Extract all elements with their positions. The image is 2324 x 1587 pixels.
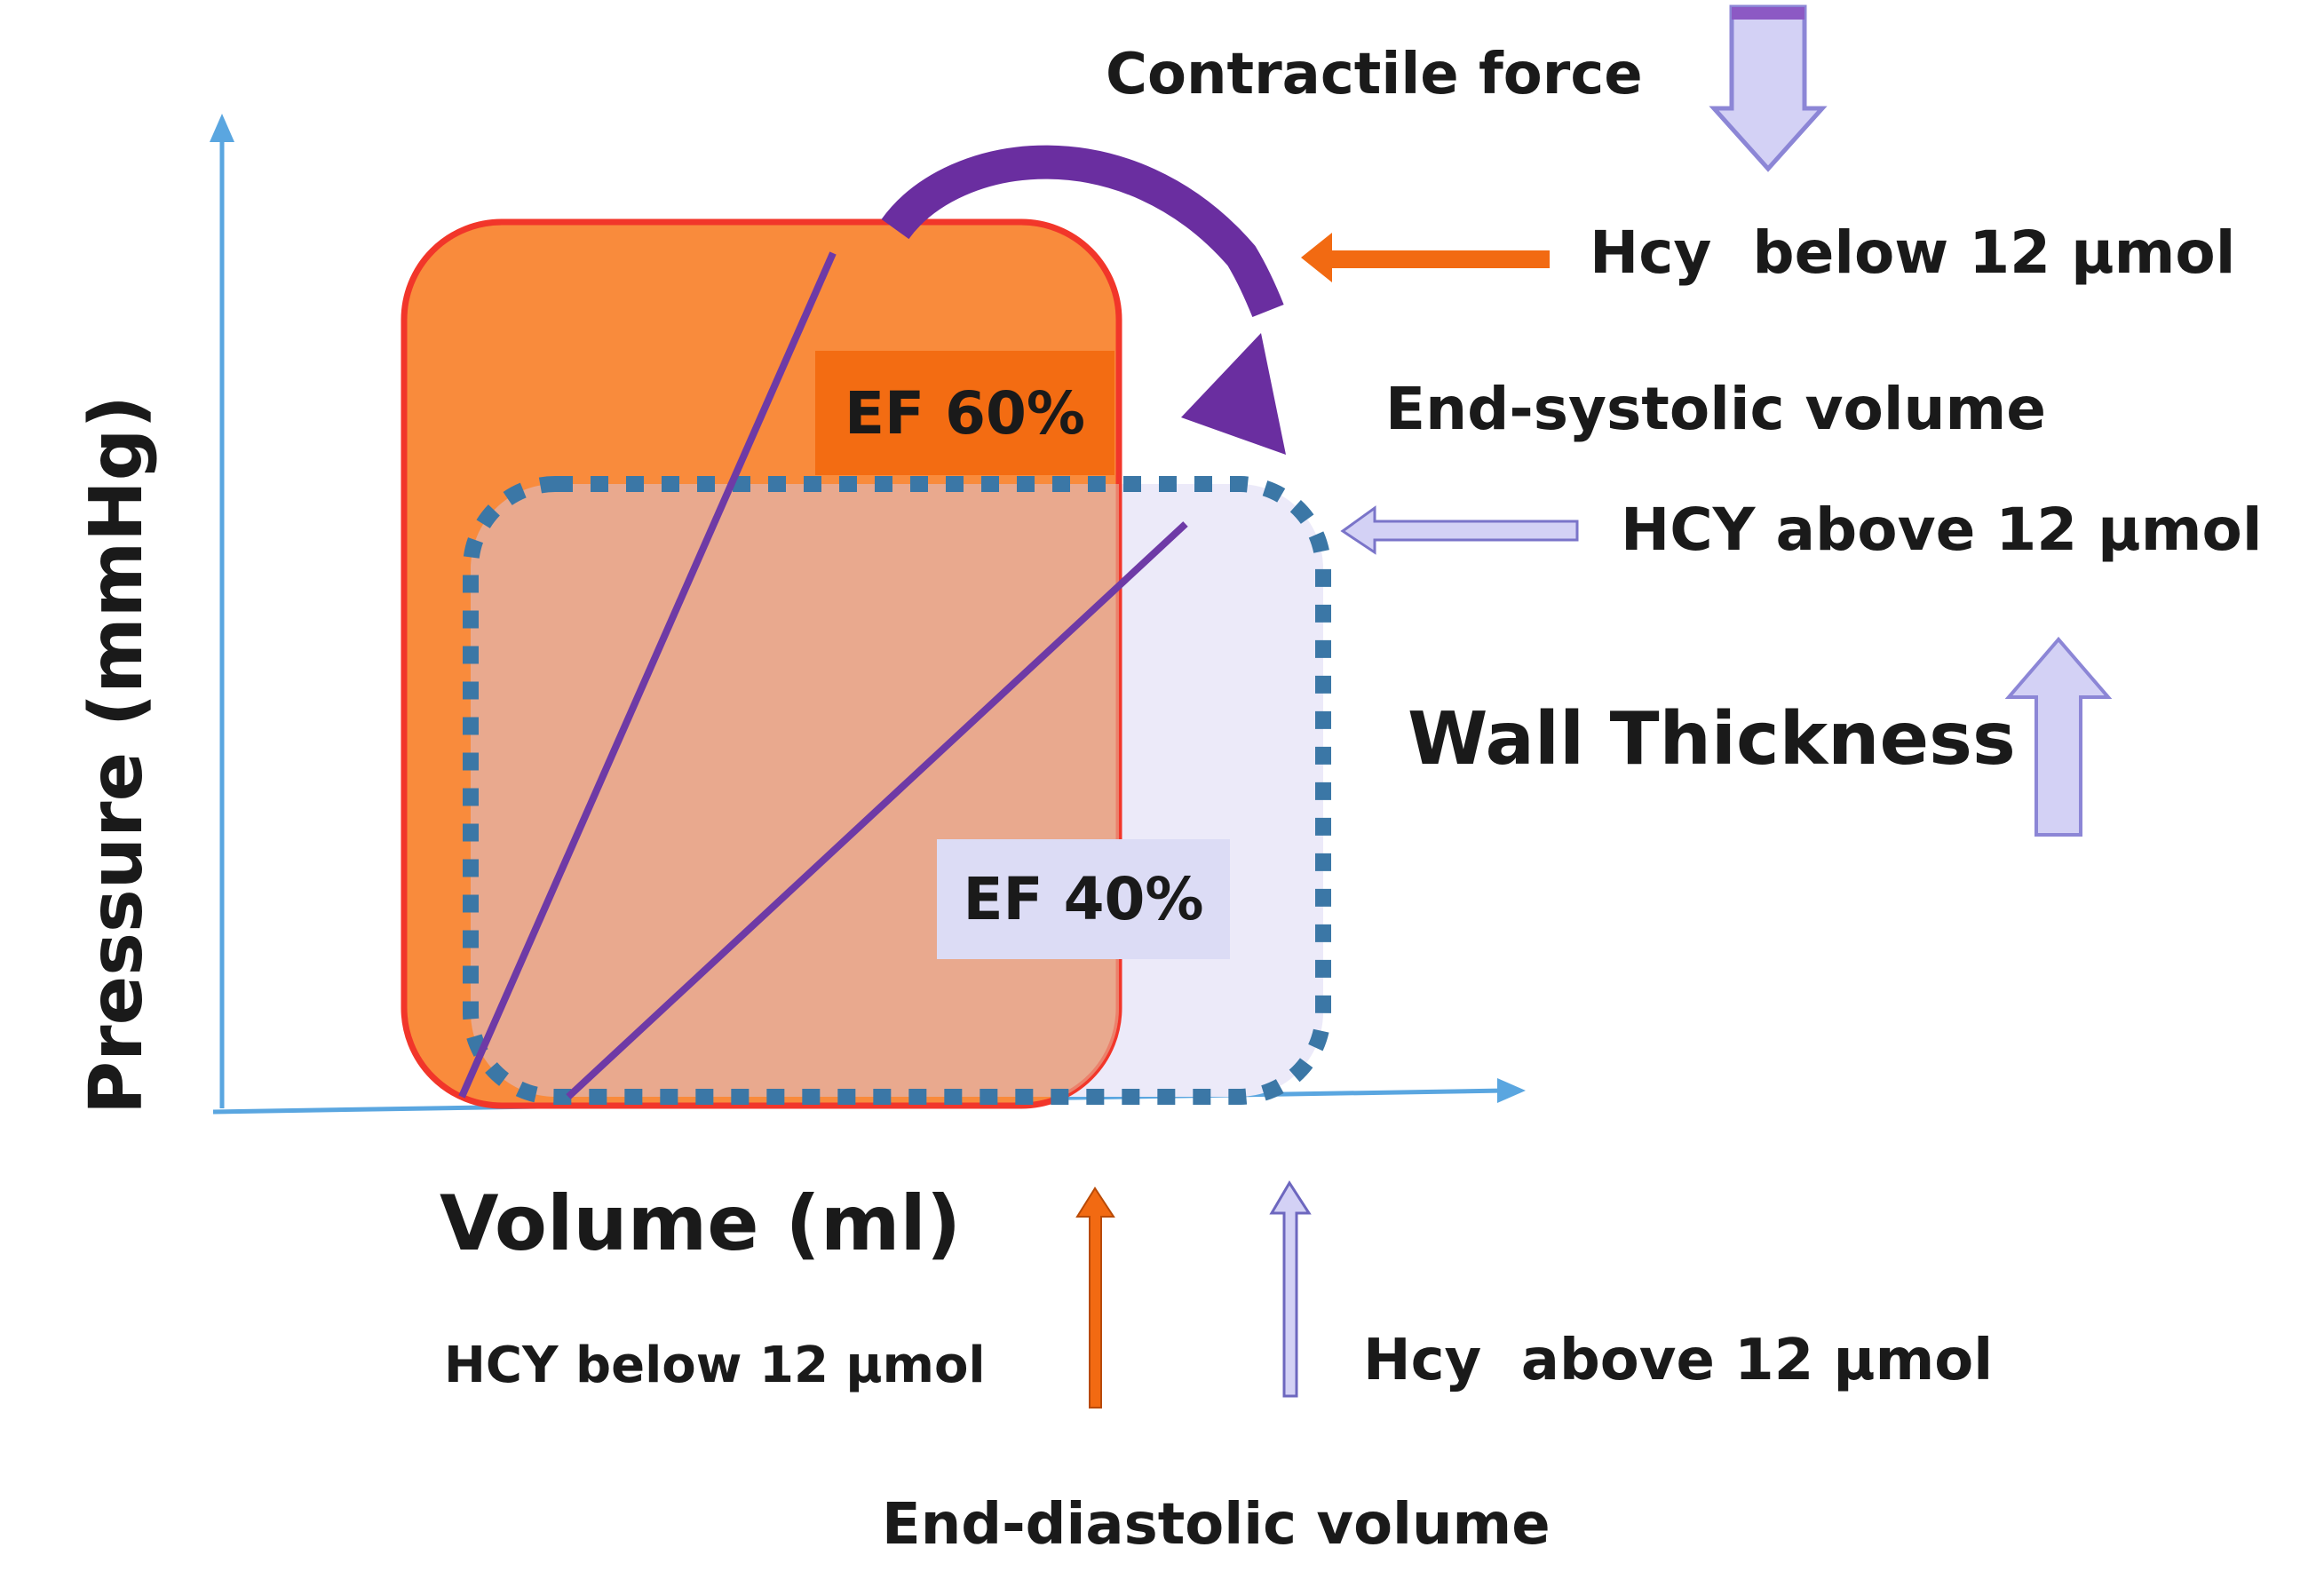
x-axis-arrowhead	[1497, 1078, 1526, 1103]
esp-line-reduced	[566, 521, 1188, 1099]
hcy-above-left-arrow	[1340, 505, 1579, 555]
esp-line-normal	[458, 251, 837, 1099]
hcy-above-bottom-label: Hcy above 12 μmol	[1363, 1328, 1994, 1393]
end-systolic-volume-label: End-systolic volume	[1385, 375, 2047, 443]
ef40-label: EF 40%	[963, 865, 1204, 933]
end-diastolic-volume-label: End-diastolic volume	[882, 1492, 1551, 1558]
x-axis-label: Volume (ml)	[440, 1179, 962, 1268]
hcy-above-top-label: HCY above 12 μmol	[1621, 496, 2263, 564]
wall-thickness-up-arrow	[2004, 636, 2113, 837]
contractile-force-down-arrow	[1709, 4, 1828, 172]
y-axis-label: Pressure (mmHg)	[75, 395, 159, 1115]
y-axis-arrowhead	[210, 114, 234, 142]
ef60-box	[815, 351, 1114, 475]
hcy-below-left-arrow	[1301, 233, 1550, 282]
ef60-label: EF 60%	[844, 378, 1086, 448]
hcy-below-top-label: Hcy below 12 μmol	[1590, 218, 2236, 287]
hcy-above-up-arrow	[1269, 1180, 1312, 1398]
wall-thickness-label: Wall Thickness	[1408, 697, 2016, 782]
reduced-ef-loop-outline	[463, 476, 1331, 1105]
hcy-below-up-arrow	[1075, 1186, 1115, 1408]
hcy-below-bottom-label: HCY below 12 μmol	[444, 1337, 986, 1394]
ef40-box	[937, 839, 1230, 959]
contractile-force-label: Contractile force	[1106, 42, 1643, 107]
curved-shift-arrow	[881, 145, 1286, 455]
